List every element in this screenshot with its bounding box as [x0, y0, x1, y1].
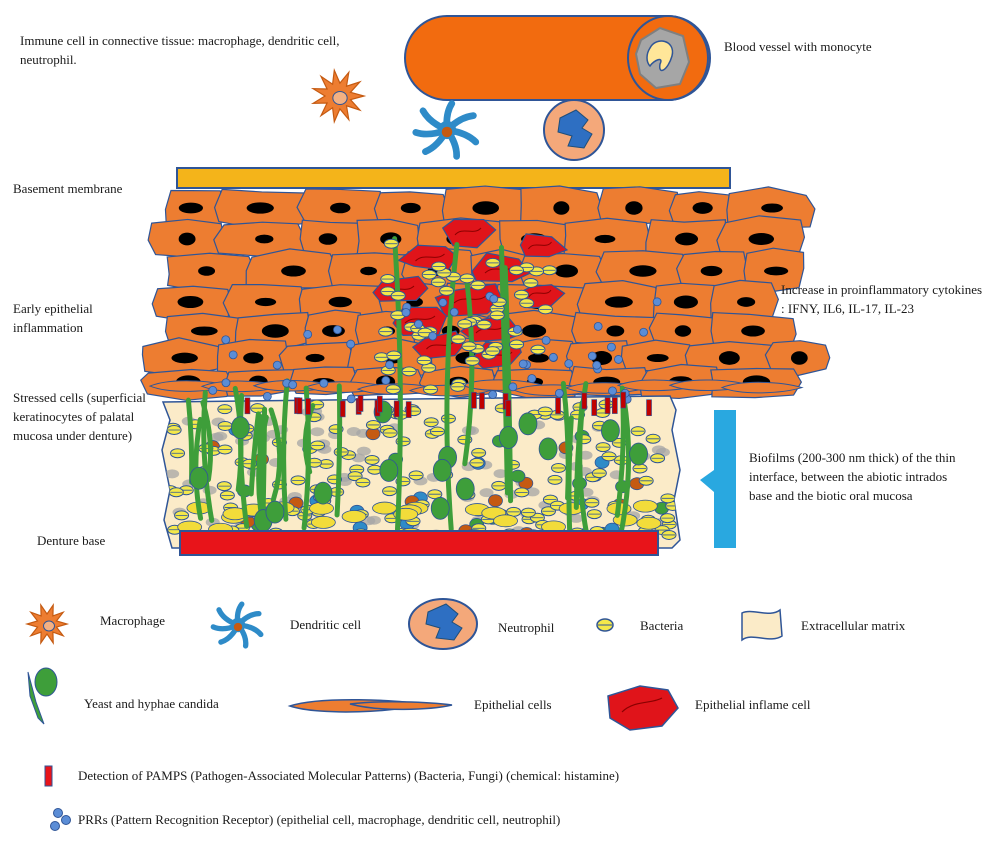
blood-vessel [404, 15, 711, 101]
legend-prr-icon [50, 808, 71, 831]
dendritic-cell-icon [412, 100, 480, 160]
legend-bacteria-icon [596, 618, 614, 632]
legend-neutrophil-label: Neutrophil [498, 620, 555, 635]
legend-epithelial-cells-label: Epithelial cells [474, 697, 552, 712]
cytokines-label: Increase in proinflammatory cytokines : … [781, 282, 983, 316]
immune-cells-label: Immune cell in connective tissue: macrop… [20, 33, 340, 67]
legend-dendritic-cell-icon [210, 601, 264, 649]
basement-membrane-label: Basement membrane [13, 181, 123, 196]
legend-epithelial-inflame-cell-label: Epithelial inflame cell [695, 697, 811, 712]
denture-base-label: Denture base [37, 533, 106, 548]
legend-prrs-label: PRRs (Pattern Recognition Receptor) (epi… [78, 812, 561, 827]
legend-neutrophil-icon [408, 598, 478, 650]
legend-dendritic-cell-label: Dendritic cell [290, 617, 362, 632]
legend-pamps-icon [44, 765, 53, 787]
legend-epithelial-cells-icon [287, 699, 453, 713]
legend-yeast-label: Yeast and hyphae candida [84, 696, 219, 711]
biofilm-bracket [700, 410, 736, 548]
neutrophil-icon [543, 99, 605, 161]
denture-base [179, 530, 659, 556]
candida-hyphae [185, 236, 662, 541]
legend-extracellular-matrix-icon [741, 608, 783, 642]
legend-pamps-label: Detection of PAMPS (Pathogen-Associated … [78, 768, 620, 783]
legend-bacteria-label: Bacteria [640, 618, 684, 633]
basement-membrane [176, 167, 731, 189]
early-inflammation-label: Early epithelial inflammation [13, 301, 93, 335]
legend-macrophage-icon [24, 602, 70, 646]
macrophage-icon [310, 68, 367, 124]
legend-epithelial-inflame-cell-icon [607, 685, 679, 731]
legend-extracellular-matrix-label: Extracellular matrix [801, 618, 906, 633]
legend-yeast-hyphae-icon [27, 667, 58, 725]
legend-macrophage-label: Macrophage [100, 613, 165, 628]
biofilms-label: Biofilms (200-300 nm thick) of the thin … [749, 450, 956, 503]
stressed-cells-label: Stressed cells (superficial keratinocyte… [13, 390, 146, 443]
monocyte-icon [634, 26, 691, 90]
blood-vessel-label: Blood vessel with monocyte [724, 39, 872, 54]
